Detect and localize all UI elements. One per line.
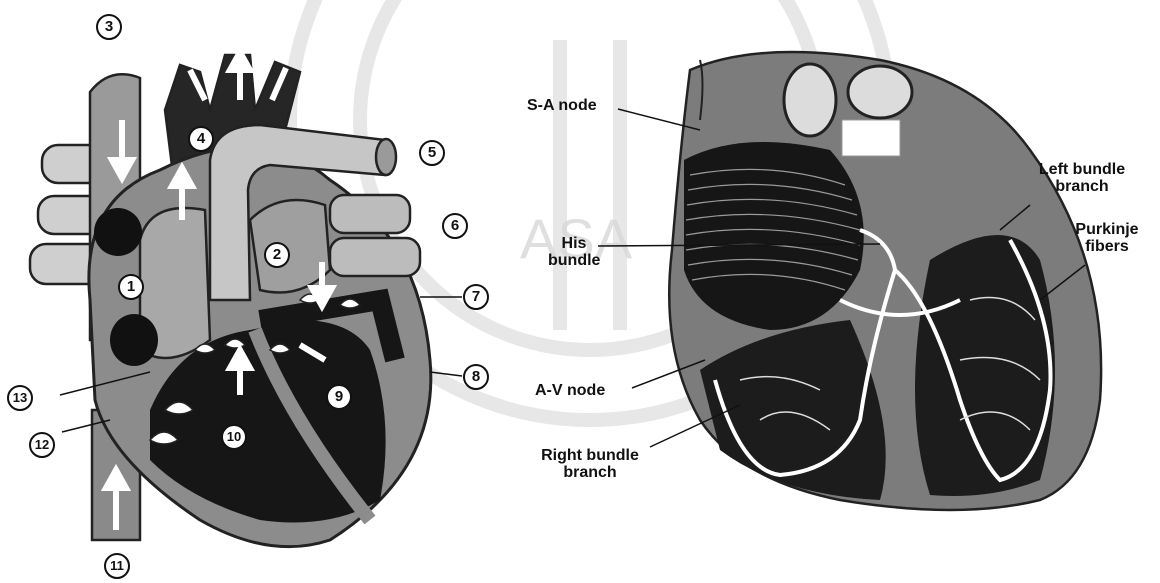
- label-purkinje-fibers: Purkinje fibers: [1075, 221, 1139, 255]
- label-left-bundle-branch: Left bundle branch: [1034, 161, 1130, 195]
- label-sa-node: S-A node: [527, 97, 597, 114]
- label-av-node: A-V node: [535, 382, 605, 399]
- label-right-bundle-branch: Right bundle branch: [520, 447, 660, 481]
- label-his-bundle: His bundle: [548, 235, 600, 269]
